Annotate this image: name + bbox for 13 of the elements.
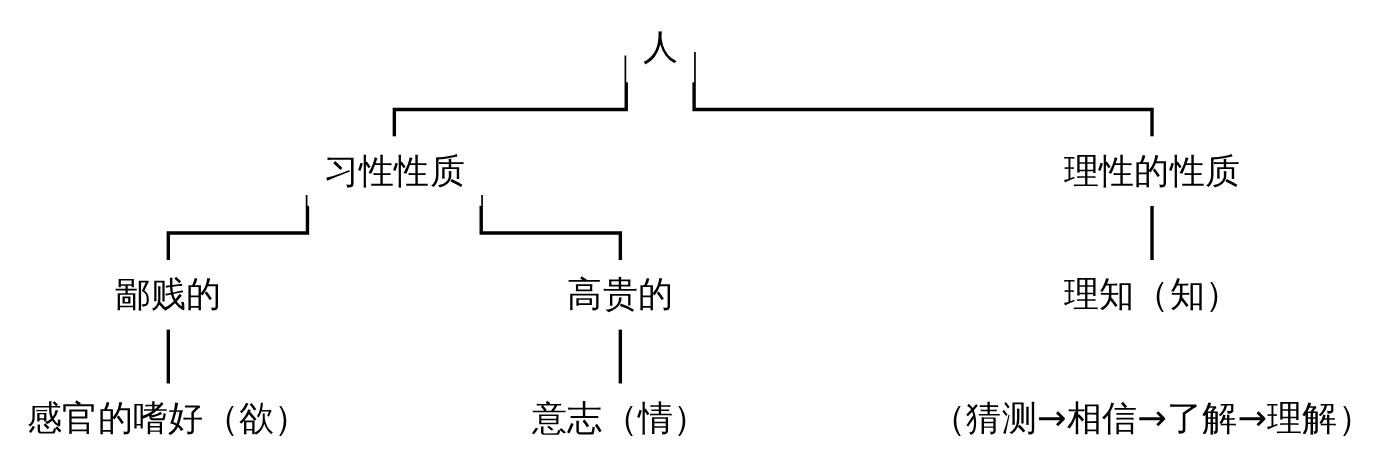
node-text: 意志（情） [532,397,709,438]
node-text: 感官的嗜好（欲） [27,397,310,438]
node-text: 鄙贱的 [115,273,222,315]
connector [618,329,623,386]
connector [392,55,628,139]
node-text: 高贵的 [567,273,674,315]
node-text: 习性性质 [323,150,465,191]
connector [166,195,310,262]
node-label: （猜测→相信→了解→理解） [931,397,1373,438]
node-text: 理知（知） [1063,273,1241,315]
connector [166,329,170,386]
node-text: 理性的性质 [1063,150,1241,191]
connector [1150,205,1154,262]
